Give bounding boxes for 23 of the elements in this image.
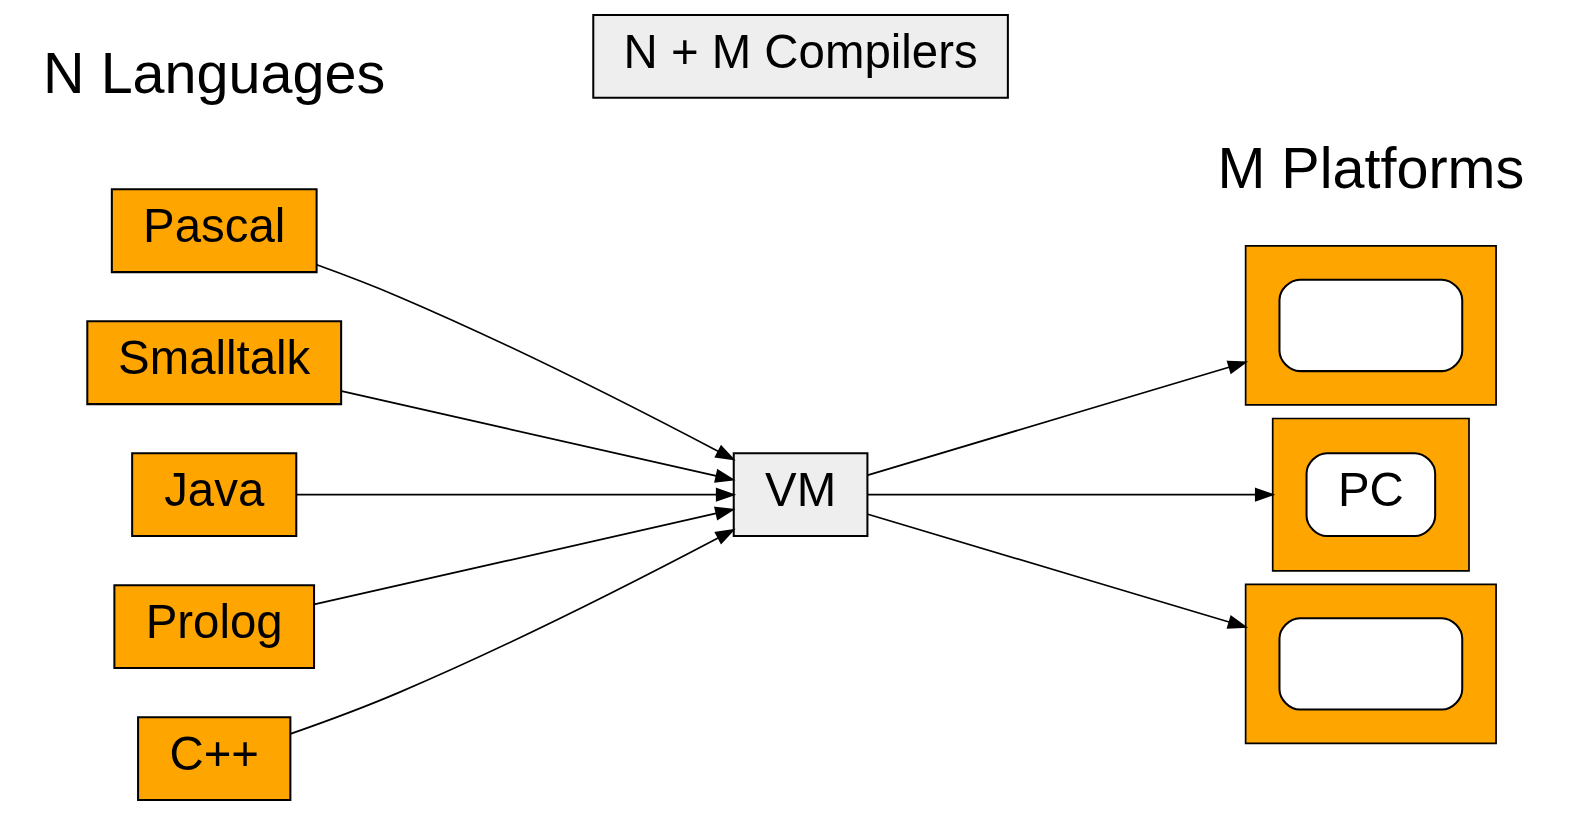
cluster	[1244, 583, 1497, 745]
node-box: Java	[131, 452, 298, 538]
node-box: Prolog	[113, 584, 316, 670]
arrow	[867, 360, 1249, 476]
arrow	[313, 506, 736, 606]
cluster	[1271, 417, 1470, 572]
arrow	[867, 513, 1249, 629]
arrow	[340, 390, 736, 483]
node-box	[1278, 278, 1464, 373]
cluster	[1244, 245, 1497, 406]
node-box: PC	[1305, 452, 1437, 538]
label: N Languages	[43, 41, 386, 106]
node-box	[1278, 617, 1464, 711]
node-box: Smalltalk	[86, 320, 343, 406]
node-box: C++	[137, 716, 292, 802]
arrow	[315, 263, 736, 461]
label: M Platforms	[1217, 135, 1525, 200]
arrow	[867, 487, 1276, 502]
node-box: N + M Compilers	[592, 13, 1009, 99]
node-box: Pascal	[110, 188, 318, 274]
arrow	[289, 528, 736, 735]
node-box: VM	[732, 452, 869, 538]
arrow	[295, 487, 737, 502]
